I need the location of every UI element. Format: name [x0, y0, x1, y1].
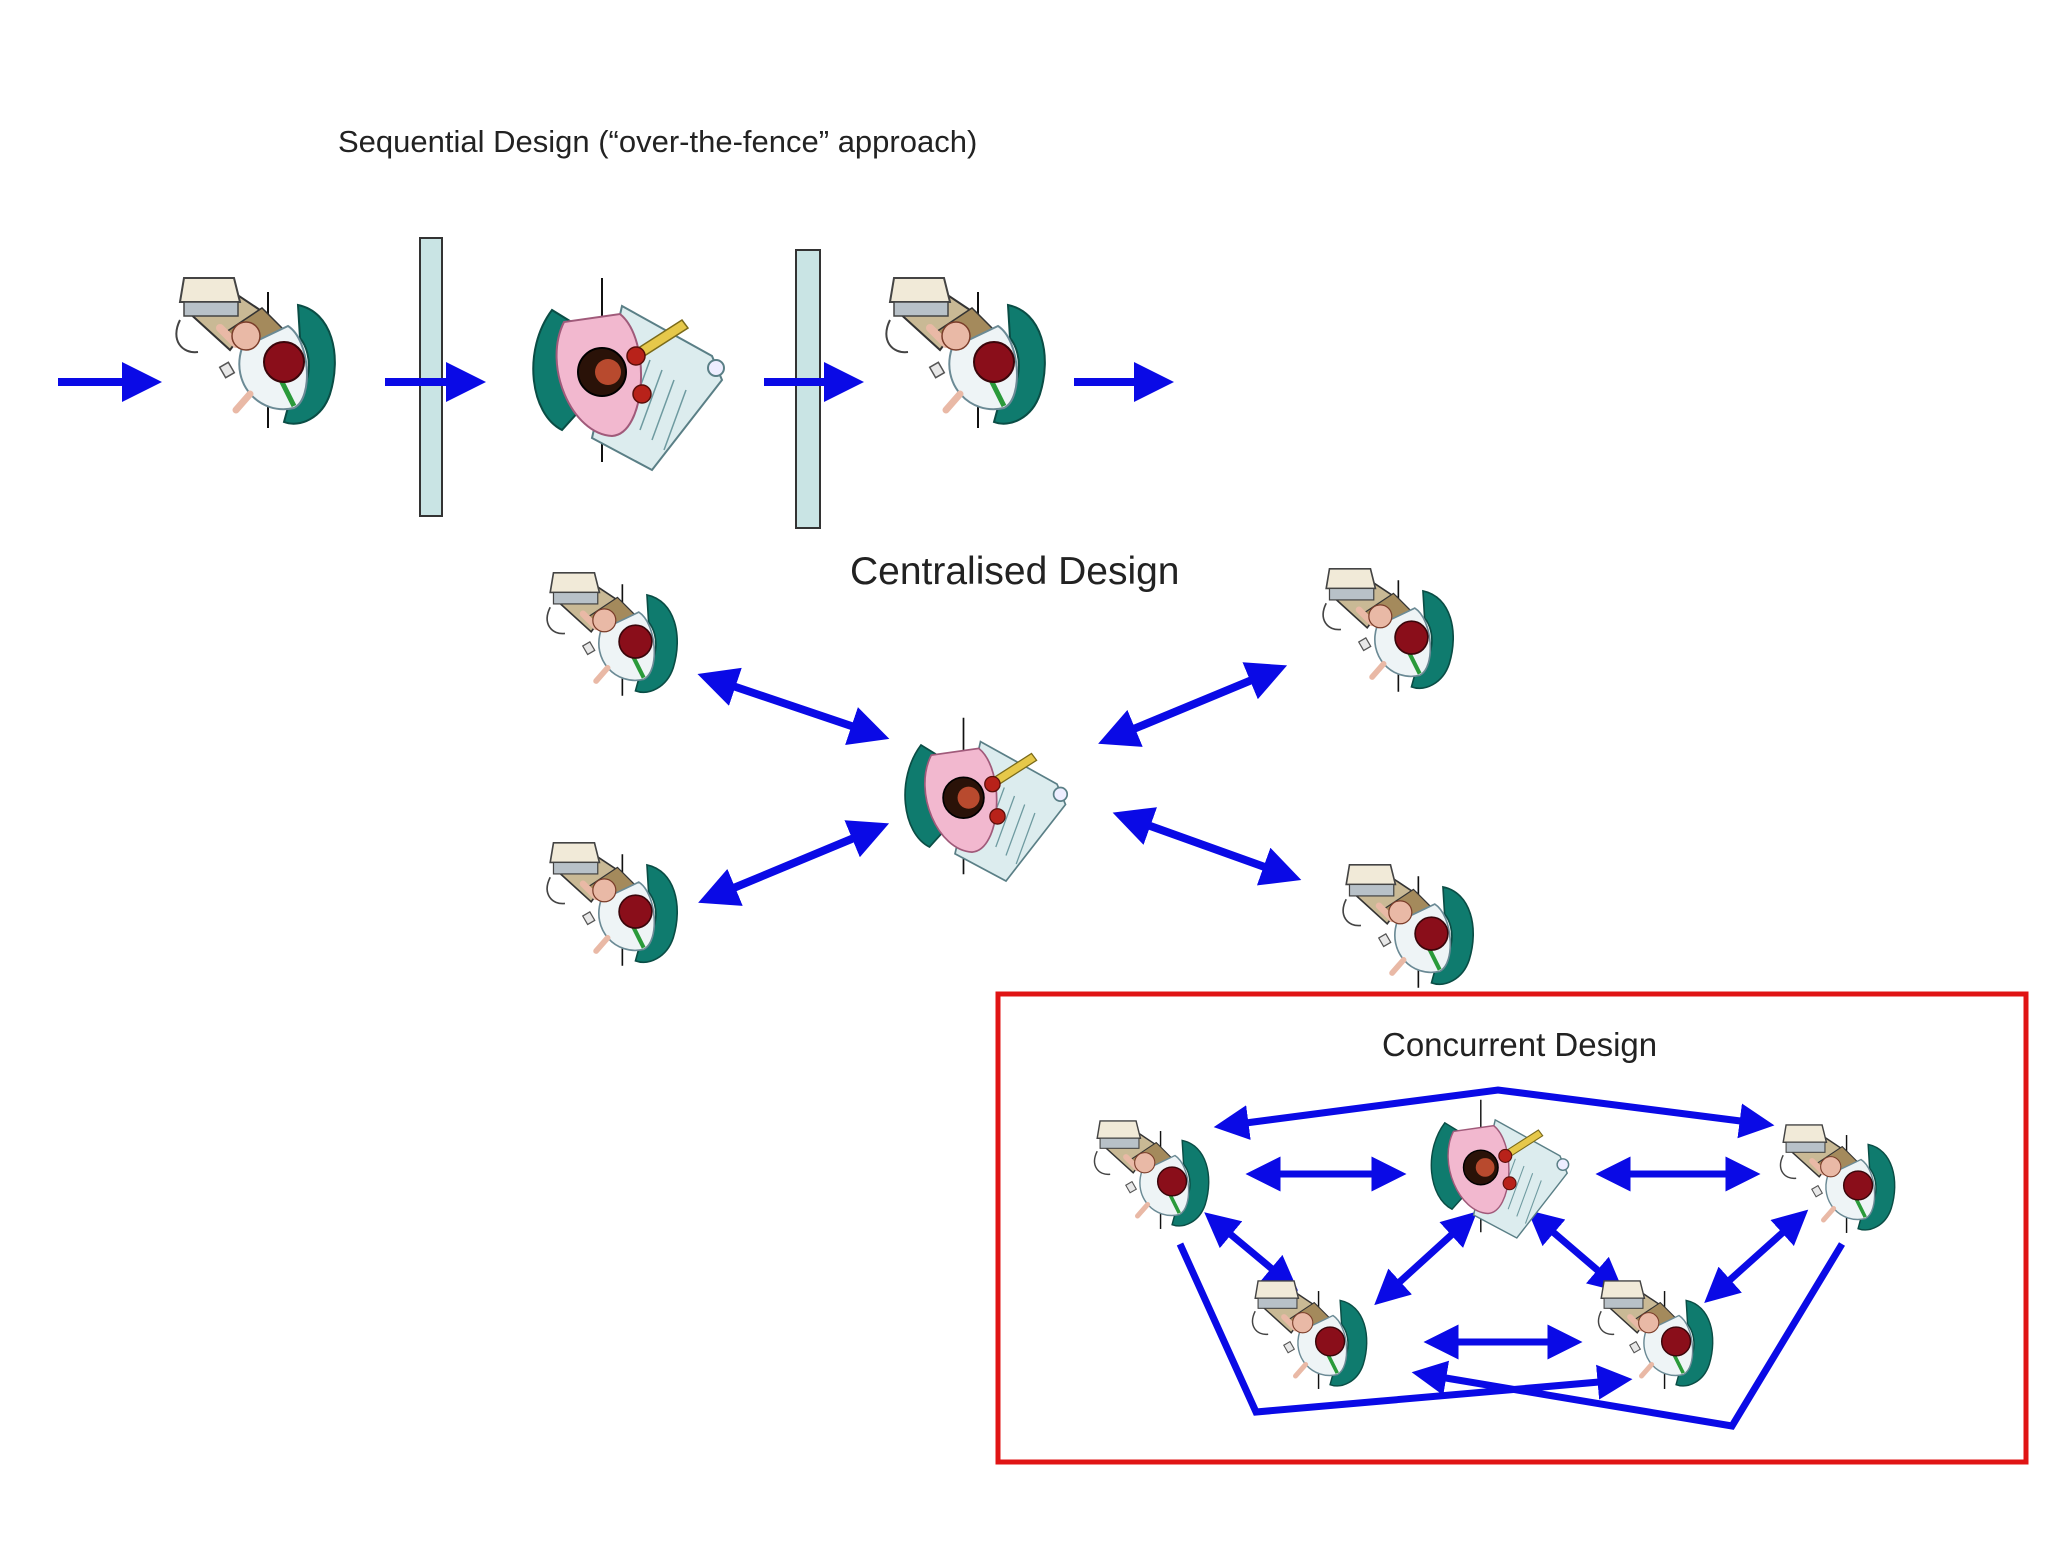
- fence-2: [795, 249, 821, 529]
- sequential-design-title: Sequential Design (“over-the-fence” appr…: [338, 124, 978, 159]
- two-way-arrow-15: [1704, 1209, 1809, 1304]
- person-at-computer-icon: [1597, 1280, 1714, 1389]
- person-at-computer-icon: [1322, 567, 1454, 692]
- person-with-drawings-icon: [1430, 1099, 1570, 1239]
- fence-1: [419, 237, 443, 517]
- people-layer: [175, 277, 1896, 1389]
- person-with-drawings-icon: [904, 717, 1069, 883]
- concurrent-design-title: Concurrent Design: [1382, 1026, 1658, 1063]
- arrow-layer: [58, 362, 1845, 1430]
- concurrent-design-frame-layer: [995, 991, 2029, 1465]
- concurrent-design-frame: [995, 991, 2029, 1465]
- flow-arrow-18: [1411, 1242, 1845, 1430]
- person-at-computer-icon: [546, 841, 678, 966]
- person-at-computer-icon: [1779, 1124, 1896, 1233]
- person-with-drawings-icon: [532, 278, 725, 472]
- flow-arrow-17: [1176, 1242, 1633, 1416]
- person-at-computer-icon: [546, 571, 678, 696]
- person-at-computer-icon: [175, 277, 336, 428]
- two-way-arrow-7: [698, 820, 890, 906]
- two-way-arrow-12: [1204, 1212, 1299, 1291]
- two-way-arrow-5: [697, 667, 890, 745]
- two-way-arrow-9: [1213, 1086, 1775, 1140]
- two-way-arrow-6: [1098, 662, 1288, 747]
- two-way-arrow-8: [1112, 807, 1302, 886]
- two-way-arrow-13: [1374, 1211, 1478, 1306]
- person-at-computer-icon: [1093, 1120, 1210, 1229]
- person-at-computer-icon: [1251, 1280, 1368, 1389]
- fence-layer: [419, 237, 821, 529]
- centralised-design-title: Centralised Design: [850, 550, 1180, 593]
- person-at-computer-icon: [885, 277, 1046, 428]
- person-at-computer-icon: [1342, 863, 1474, 988]
- two-way-arrow-14: [1527, 1210, 1624, 1293]
